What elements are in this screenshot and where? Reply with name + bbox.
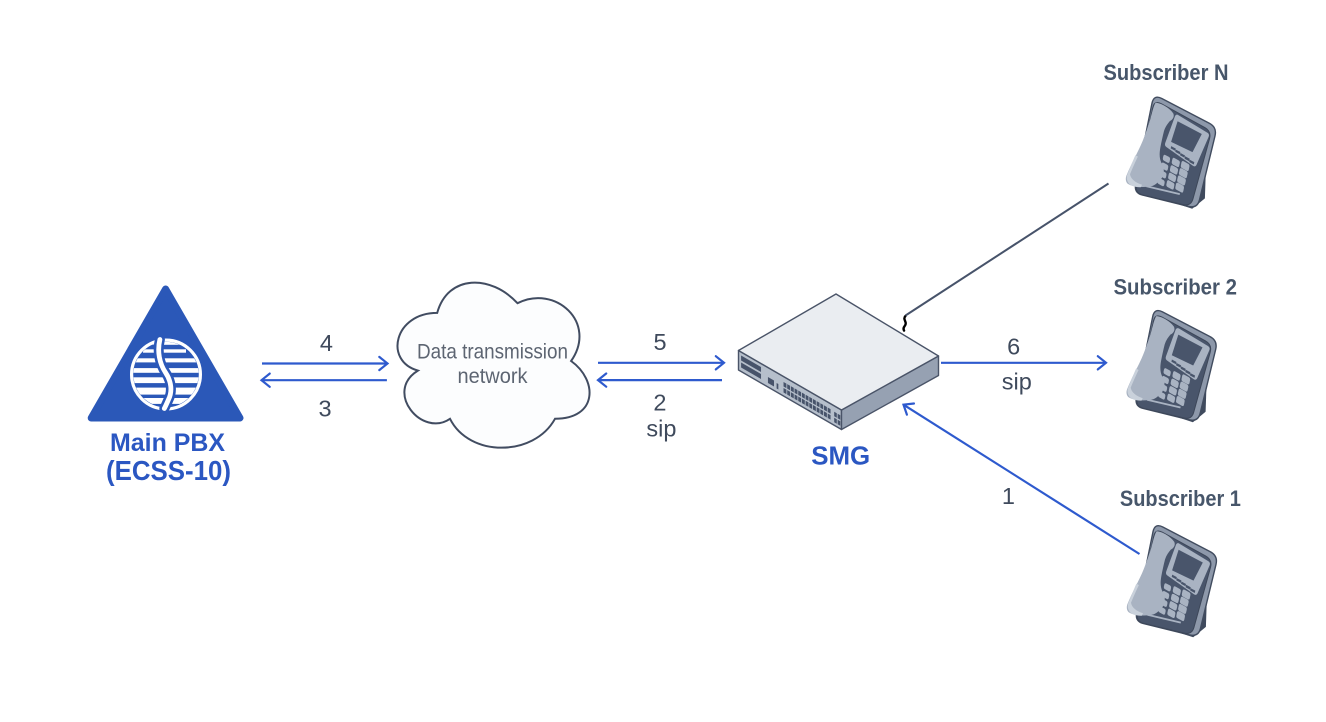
svg-text:4: 4: [320, 330, 333, 356]
svg-text:Subscriber 1: Subscriber 1: [1120, 486, 1241, 511]
svg-text:Main PBX: Main PBX: [110, 429, 225, 457]
svg-text:5: 5: [653, 329, 666, 355]
svg-text:1: 1: [1002, 483, 1015, 509]
svg-text:SMG: SMG: [811, 441, 870, 471]
svg-text:sip: sip: [1002, 368, 1032, 394]
svg-text:network: network: [458, 364, 528, 388]
svg-text:3: 3: [318, 396, 331, 422]
svg-text:2: 2: [653, 390, 666, 416]
svg-text:(ECSS-10): (ECSS-10): [106, 455, 231, 486]
svg-text:sip: sip: [646, 415, 676, 441]
svg-text:Data transmission: Data transmission: [417, 340, 568, 364]
svg-text:Subscriber 2: Subscriber 2: [1113, 275, 1237, 300]
svg-text:Subscriber N: Subscriber N: [1104, 60, 1229, 85]
svg-text:6: 6: [1007, 333, 1020, 359]
